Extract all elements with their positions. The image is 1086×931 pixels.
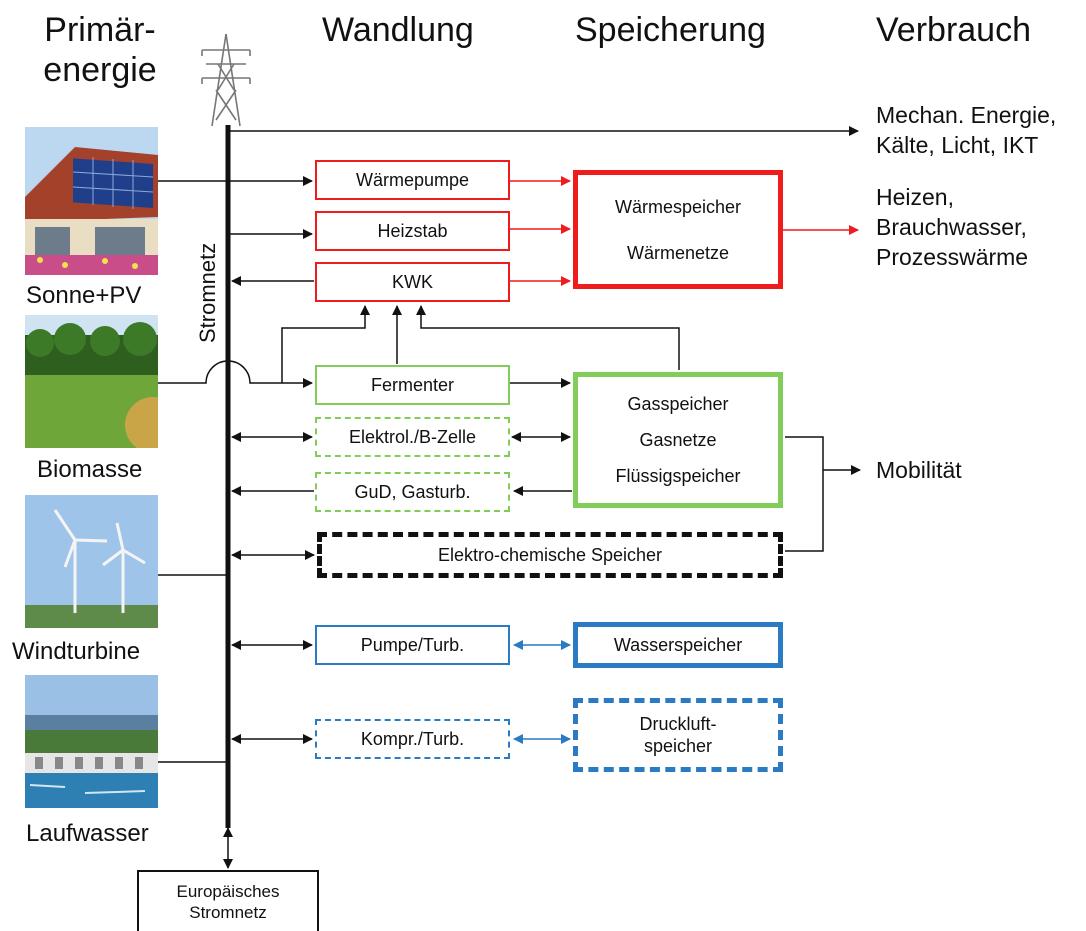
heat-pump-box: Wärmepumpe: [315, 160, 510, 200]
consumption-mechanical: Mechan. Energie, Kälte, Licht, IKT: [876, 100, 1056, 160]
compressed-air-line1: Druckluft-: [639, 714, 717, 734]
european-grid-line1: Europäisches: [176, 881, 280, 901]
gas-storage-box: Gasspeicher Gasnetze Flüssigspeicher: [573, 372, 783, 508]
electrolysis-label: Elektrol./B-Zelle: [348, 427, 477, 447]
source-label-solar: Sonne+PV: [26, 282, 142, 309]
compressor-turbine-label: Kompr./Turb.: [360, 729, 465, 749]
electrochemical-storage-label: Elektro-chemische Speicher: [437, 545, 663, 565]
european-grid-line2: Stromnetz: [189, 902, 267, 922]
consumption-mobility: Mobilität: [876, 457, 962, 483]
run-of-river-image: [25, 675, 158, 808]
heating-rod-label: Heizstab: [377, 221, 448, 241]
water-storage-label: Wasserspeicher: [613, 635, 743, 655]
compressed-air-storage-box: Druckluft- speicher: [573, 698, 783, 772]
compressor-turbine-box: Kompr./Turb.: [315, 719, 510, 759]
header-conversion: Wandlung: [322, 11, 474, 49]
gas-turbine-box: GuD, Gasturb.: [315, 472, 510, 512]
biomass-field-image: [25, 315, 158, 448]
pump-turbine-label: Pumpe/Turb.: [360, 635, 465, 655]
heat-pump-label: Wärmepumpe: [355, 170, 470, 190]
compressed-air-line2: speicher: [643, 736, 713, 756]
consumption-heating-line1: Heizen,: [876, 184, 954, 210]
fermenter-box: Fermenter: [315, 365, 510, 405]
consumption-mechanical-line2: Kälte, Licht, IKT: [876, 132, 1039, 158]
header-primary-line1: Primär-: [44, 11, 156, 49]
source-label-wind: Windturbine: [12, 638, 141, 665]
gas-storage-line3: Flüssigspeicher: [615, 466, 741, 486]
chp-box: KWK: [315, 262, 510, 302]
consumption-heating-line3: Prozesswärme: [876, 244, 1029, 270]
gas-storage-line1: Gasspeicher: [627, 394, 729, 414]
source-label-biomass: Biomasse: [37, 456, 143, 483]
heat-storage-line2: Wärmenetze: [626, 242, 730, 263]
heat-storage-box: Wärmespeicher Wärmenetze: [573, 170, 783, 289]
header-primary-energy: Primär- energie: [30, 10, 170, 90]
header-primary-line2: energie: [43, 51, 157, 89]
water-storage-box: Wasserspeicher: [573, 622, 783, 668]
solar-house-image: [25, 127, 158, 275]
electrochemical-storage-box: Elektro-chemische Speicher: [317, 532, 783, 578]
european-grid-box: Europäisches Stromnetz: [137, 870, 319, 931]
pump-turbine-box: Pumpe/Turb.: [315, 625, 510, 665]
power-pylon-icon: [201, 33, 251, 127]
chp-label: KWK: [391, 272, 433, 292]
gas-turbine-label: GuD, Gasturb.: [354, 482, 471, 502]
fermenter-label: Fermenter: [370, 375, 455, 395]
consumption-mechanical-line1: Mechan. Energie,: [876, 102, 1057, 128]
wind-turbine-image: [25, 495, 158, 628]
heat-storage-line1: Wärmespeicher: [614, 196, 742, 217]
electrolysis-box: Elektrol./B-Zelle: [315, 417, 510, 457]
source-label-hydro: Laufwasser: [26, 820, 149, 847]
consumption-heating: Heizen, Brauchwasser, Prozesswärme: [876, 182, 1028, 272]
header-storage: Speicherung: [575, 11, 766, 49]
heating-rod-box: Heizstab: [315, 211, 510, 251]
consumption-heating-line2: Brauchwasser,: [876, 214, 1027, 240]
gas-storage-line2: Gasnetze: [639, 430, 717, 450]
header-consumption: Verbrauch: [876, 11, 1031, 49]
